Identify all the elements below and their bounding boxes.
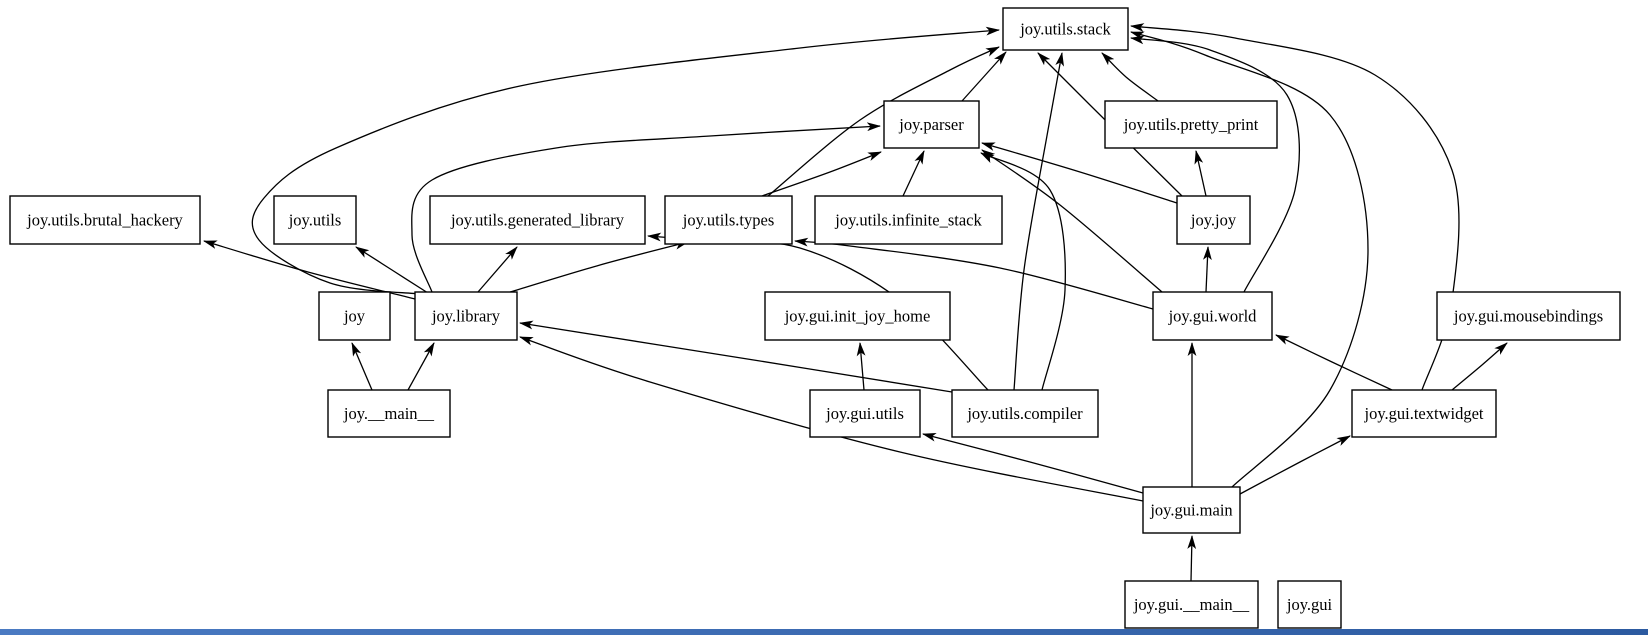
node-gui-main: joy.gui.main bbox=[1142, 486, 1241, 534]
edge-types-to-parser bbox=[761, 151, 882, 197]
node-label-brutal-hackery: joy.utils.brutal_hackery bbox=[26, 211, 183, 230]
edge-joy-joy-to-stack bbox=[1037, 52, 1183, 197]
node-label-utils: joy.utils bbox=[288, 211, 342, 230]
node-gui: joy.gui bbox=[1277, 580, 1342, 629]
node-label-types: joy.utils.types bbox=[682, 211, 775, 230]
edge-world-to-joy-joy bbox=[1203, 246, 1212, 293]
edge-compiler-to-parser bbox=[980, 152, 1066, 391]
edge-library-to-parser bbox=[411, 122, 881, 293]
node-label-infinite-stack: joy.utils.infinite_stack bbox=[834, 211, 982, 230]
node-generated-library: joy.utils.generated_library bbox=[429, 195, 646, 245]
edge-textwidget-to-mousebindings bbox=[1451, 342, 1508, 391]
edge-pretty-print-to-stack bbox=[1101, 52, 1159, 102]
node-box-textwidget bbox=[1351, 389, 1497, 438]
node-label-stack: joy.utils.stack bbox=[1019, 20, 1111, 39]
node-world: joy.gui.world bbox=[1152, 291, 1273, 341]
edge-library-to-utils bbox=[355, 246, 429, 294]
node-utils: joy.utils bbox=[273, 195, 357, 245]
node-pretty-print: joy.utils.pretty_print bbox=[1104, 100, 1278, 149]
node-label-world: joy.gui.world bbox=[1168, 307, 1258, 326]
node-mousebindings: joy.gui.mousebindings bbox=[1436, 291, 1621, 341]
edge-main-module-to-joy bbox=[351, 342, 373, 391]
node-gui-main-module: joy.gui.__main__ bbox=[1124, 580, 1259, 629]
node-main-module: joy.__main__ bbox=[327, 389, 451, 438]
node-box-library bbox=[414, 291, 518, 341]
edge-joy-joy-to-pretty-print bbox=[1194, 150, 1207, 197]
node-parser: joy.parser bbox=[883, 100, 980, 149]
edge-infinite-stack-to-parser bbox=[902, 150, 925, 197]
node-joy: joy bbox=[318, 291, 391, 341]
bottom-window-edge bbox=[0, 629, 1648, 635]
edge-gui-main-to-gui-utils bbox=[922, 433, 1144, 494]
edge-gui-main-module-to-gui-main bbox=[1187, 535, 1197, 582]
node-box-joy-joy bbox=[1176, 195, 1251, 245]
node-box-brutal-hackery bbox=[9, 195, 201, 245]
node-box-stack bbox=[1002, 7, 1129, 51]
node-infinite-stack: joy.utils.infinite_stack bbox=[814, 195, 1003, 245]
node-label-compiler: joy.utils.compiler bbox=[966, 404, 1083, 423]
edge-gui-utils-to-init-joy-home bbox=[856, 342, 866, 391]
edge-world-to-parser bbox=[981, 149, 1163, 293]
node-box-utils bbox=[273, 195, 357, 245]
node-gui-utils: joy.gui.utils bbox=[809, 389, 921, 438]
node-box-init-joy-home bbox=[764, 291, 951, 341]
nodes-layer: joy.utils.stack joy.parser joy.utils.prett… bbox=[9, 7, 1621, 629]
node-stack: joy.utils.stack bbox=[1002, 7, 1129, 51]
edge-library-to-generated-library bbox=[477, 246, 518, 293]
edge-textwidget-to-world bbox=[1275, 334, 1393, 391]
node-box-main-module bbox=[327, 389, 451, 438]
node-box-gui-main bbox=[1142, 486, 1241, 534]
node-init-joy-home: joy.gui.init_joy_home bbox=[764, 291, 951, 341]
node-joy-joy: joy.joy bbox=[1176, 195, 1251, 245]
edge-library-to-brutal-hackery bbox=[203, 240, 416, 300]
edge-main-module-to-library bbox=[407, 342, 435, 391]
node-box-infinite-stack bbox=[814, 195, 1003, 245]
node-box-pretty-print bbox=[1104, 100, 1278, 149]
edge-joy-joy-to-parser bbox=[981, 142, 1178, 204]
node-label-joy-joy: joy.joy bbox=[1190, 211, 1237, 230]
node-types: joy.utils.types bbox=[664, 195, 793, 245]
node-box-gui-main-module bbox=[1124, 580, 1259, 629]
node-brutal-hackery: joy.utils.brutal_hackery bbox=[9, 195, 201, 245]
node-textwidget: joy.gui.textwidget bbox=[1351, 389, 1497, 438]
node-label-gui-utils: joy.gui.utils bbox=[825, 404, 904, 423]
node-label-textwidget: joy.gui.textwidget bbox=[1364, 404, 1484, 423]
edge-library-to-stack bbox=[251, 26, 1000, 295]
edge-gui-main-to-textwidget bbox=[1239, 435, 1351, 495]
edge-compiler-to-stack bbox=[1013, 52, 1065, 391]
node-label-joy: joy bbox=[343, 307, 366, 326]
node-box-gui-utils bbox=[809, 389, 921, 438]
node-box-joy bbox=[318, 291, 391, 341]
node-label-mousebindings: joy.gui.mousebindings bbox=[1453, 307, 1603, 326]
edge-world-to-stack bbox=[1130, 35, 1301, 293]
node-box-world bbox=[1152, 291, 1273, 341]
node-library: joy.library bbox=[414, 291, 518, 341]
node-label-main-module: joy.__main__ bbox=[343, 404, 435, 423]
node-label-gui: joy.gui bbox=[1286, 595, 1333, 614]
node-label-library: joy.library bbox=[431, 307, 501, 326]
edge-types-to-stack bbox=[767, 46, 1000, 197]
node-compiler: joy.utils.compiler bbox=[951, 389, 1099, 438]
node-label-generated-library: joy.utils.generated_library bbox=[450, 211, 625, 230]
node-label-gui-main: joy.gui.main bbox=[1149, 501, 1232, 520]
edge-compiler-to-library bbox=[519, 320, 953, 393]
node-box-gui bbox=[1277, 580, 1342, 629]
node-box-mousebindings bbox=[1436, 291, 1621, 341]
edge-library-to-types bbox=[506, 241, 689, 294]
node-label-init-joy-home: joy.gui.init_joy_home bbox=[784, 307, 931, 326]
edge-parser-to-stack bbox=[961, 51, 1007, 102]
node-label-pretty-print: joy.utils.pretty_print bbox=[1123, 115, 1259, 134]
node-box-compiler bbox=[951, 389, 1099, 438]
node-box-types bbox=[664, 195, 793, 245]
node-label-gui-main-module: joy.gui.__main__ bbox=[1133, 595, 1250, 614]
edge-gui-main-to-stack bbox=[1130, 31, 1369, 488]
node-label-parser: joy.parser bbox=[898, 115, 964, 134]
edges-layer bbox=[203, 23, 1508, 582]
node-box-generated-library bbox=[429, 195, 646, 245]
node-box-parser bbox=[883, 100, 980, 149]
edge-gui-main-to-library bbox=[519, 336, 1144, 502]
